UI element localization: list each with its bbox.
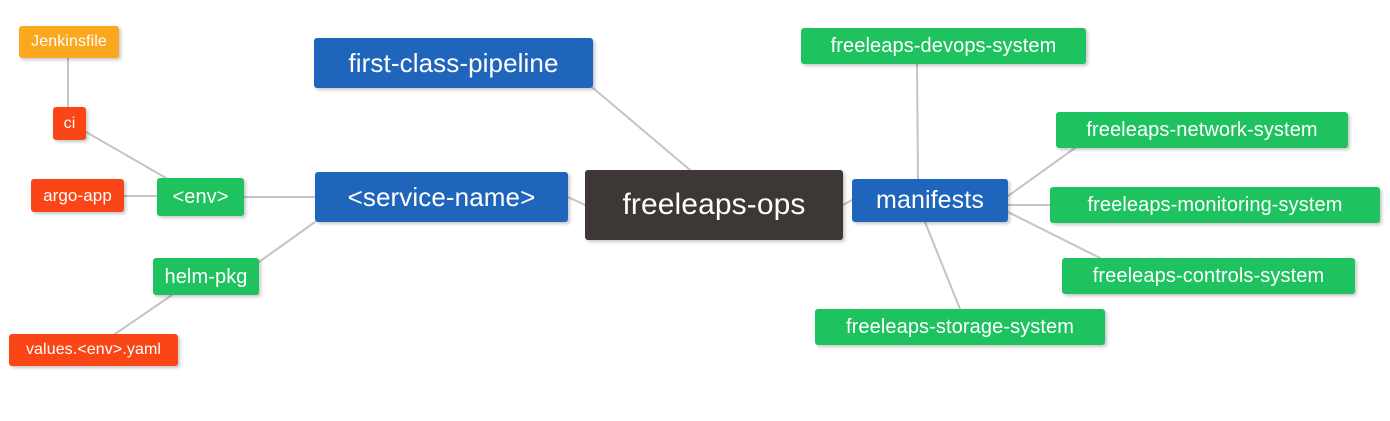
- edge-helm-pkg-to-values-env-yaml: [114, 294, 173, 335]
- node-label-freeleaps-storage-system: freeleaps-storage-system: [845, 316, 1075, 338]
- node-ci[interactable]: ci: [53, 107, 86, 140]
- node-service-name[interactable]: <service-name>: [315, 172, 568, 222]
- node-freeleaps-monitoring-system[interactable]: freeleaps-monitoring-system: [1050, 187, 1380, 223]
- node-values-env-yaml[interactable]: values.<env>.yaml: [9, 334, 178, 366]
- node-label-freeleaps-devops-system: freeleaps-devops-system: [830, 35, 1057, 57]
- node-freeleaps-ops[interactable]: freeleaps-ops: [585, 170, 843, 240]
- node-freeleaps-devops-system[interactable]: freeleaps-devops-system: [801, 28, 1086, 64]
- edge-freeleaps-ops-to-service-name: [567, 196, 586, 206]
- node-label-env: <env>: [172, 186, 229, 208]
- node-label-manifests: manifests: [876, 186, 984, 214]
- node-jenkinsfile[interactable]: Jenkinsfile: [19, 26, 119, 58]
- edge-env-to-ci: [85, 131, 167, 179]
- node-freeleaps-network-system[interactable]: freeleaps-network-system: [1056, 112, 1348, 148]
- edge-service-name-to-helm-pkg: [258, 221, 316, 263]
- node-freeleaps-storage-system[interactable]: freeleaps-storage-system: [815, 309, 1105, 345]
- node-label-freeleaps-ops: freeleaps-ops: [622, 188, 806, 221]
- edge-manifests-to-freeleaps-devops-system: [916, 63, 919, 180]
- edge-manifests-to-freeleaps-storage-system: [924, 221, 961, 310]
- edge-freeleaps-ops-to-manifests: [842, 199, 853, 206]
- node-label-jenkinsfile: Jenkinsfile: [31, 33, 107, 50]
- node-argo-app[interactable]: argo-app: [31, 179, 124, 212]
- node-label-freeleaps-network-system: freeleaps-network-system: [1086, 119, 1318, 141]
- node-label-freeleaps-monitoring-system: freeleaps-monitoring-system: [1087, 194, 1343, 216]
- node-manifests[interactable]: manifests: [852, 179, 1008, 222]
- node-label-first-class-pipeline: first-class-pipeline: [348, 48, 559, 78]
- node-label-freeleaps-controls-system: freeleaps-controls-system: [1092, 265, 1325, 287]
- node-label-ci: ci: [63, 114, 76, 132]
- node-helm-pkg[interactable]: helm-pkg: [153, 258, 259, 295]
- node-label-argo-app: argo-app: [43, 186, 112, 205]
- node-first-class-pipeline[interactable]: first-class-pipeline: [314, 38, 593, 88]
- node-freeleaps-controls-system[interactable]: freeleaps-controls-system: [1062, 258, 1355, 294]
- node-label-values-env-yaml: values.<env>.yaml: [25, 341, 162, 358]
- node-env[interactable]: <env>: [157, 178, 244, 216]
- edge-freeleaps-ops-to-first-class-pipeline: [592, 87, 691, 171]
- node-label-service-name: <service-name>: [347, 182, 536, 212]
- node-label-helm-pkg: helm-pkg: [164, 265, 248, 288]
